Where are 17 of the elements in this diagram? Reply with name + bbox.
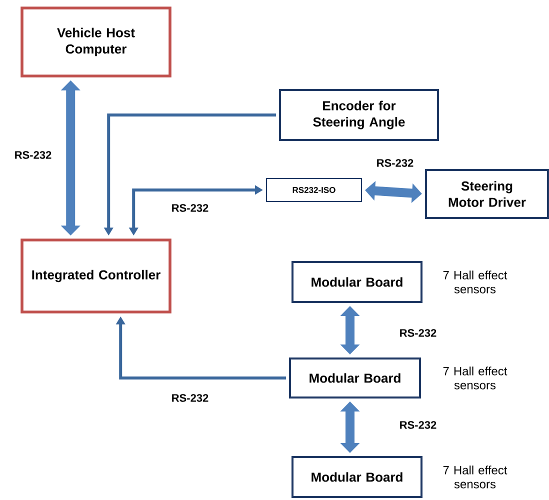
sensor-note: 7 Hall effect sensors	[443, 270, 508, 294]
system-box: Vehicle Host Computer	[20, 6, 172, 78]
module-box: Modular Board	[292, 456, 422, 498]
module-box: Modular Board	[292, 260, 422, 303]
sensor-note: 7 Hall effect sensors	[443, 366, 508, 390]
edge-label: RS-232	[398, 420, 438, 430]
module-box: Encoder for Steering Angle	[279, 89, 439, 141]
module-box: Steering Motor Driver	[425, 169, 549, 219]
edge-label: RS-232	[375, 158, 415, 168]
sensor-note: 7 Hall effect sensors	[443, 466, 508, 488]
module-box: RS232-ISO	[266, 178, 362, 202]
edge-label: RS-232	[13, 150, 53, 160]
system-box: Integrated Controller	[20, 238, 172, 314]
edge-label: RS-232	[170, 393, 210, 403]
edge-label: RS-232	[170, 203, 210, 213]
module-box: Modular Board	[289, 357, 421, 398]
edge-label: RS-232	[398, 328, 438, 338]
